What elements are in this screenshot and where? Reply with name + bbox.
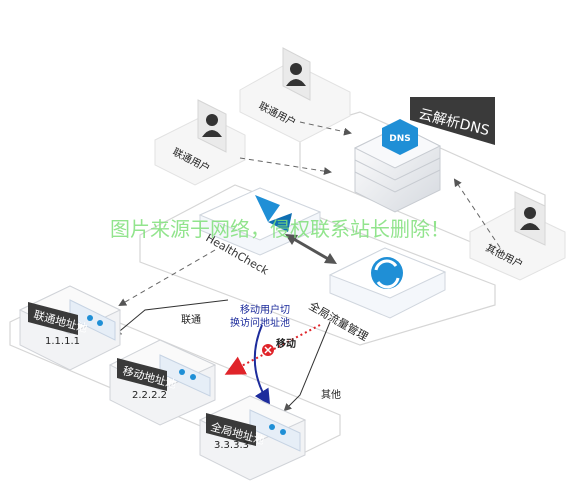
pool-ip-mobile: 2.2.2.2	[132, 390, 167, 401]
user-icon	[520, 207, 540, 230]
switch-route	[253, 324, 271, 406]
route-label-other: 其他	[321, 388, 341, 401]
pool-unicom: 联通地址池 1.1.1.1	[18, 285, 122, 371]
watermark-text: 图片来源于网络，侵权联系站长删除！	[110, 217, 450, 241]
global-traffic-node: 全局流量管理	[307, 247, 447, 344]
pool-global: 全局地址池 3.3.3.3	[198, 395, 307, 481]
user-card-unicom-top: 联通用户	[239, 47, 351, 143]
dashed-connectors	[118, 121, 506, 307]
sync-arrow	[285, 234, 337, 264]
user-icon	[202, 114, 222, 137]
pool-ip-global: 3.3.3.3	[214, 440, 249, 451]
blocked-icon	[262, 344, 274, 356]
health-check-icon	[255, 195, 292, 232]
route-lines	[113, 299, 331, 412]
user-card-unicom-left: 联通用户	[154, 99, 246, 186]
route-label-mobile: 移动	[276, 337, 296, 350]
dns-server: DNS	[353, 119, 442, 213]
traffic-refresh-icon	[371, 257, 403, 289]
dns-badge-text: DNS	[389, 134, 411, 144]
user-card-other: 其他用户	[469, 191, 566, 281]
mobile-route	[224, 324, 321, 375]
user-icon	[286, 63, 306, 86]
switch-note-line1: 移动用户切	[240, 303, 290, 316]
route-label-unicom: 联通	[181, 314, 201, 326]
pool-mobile: 移动地址池 2.2.2.2	[108, 339, 217, 426]
pool-ip-unicom: 1.1.1.1	[45, 336, 80, 347]
switch-note-line2: 换访问地址池	[230, 316, 290, 329]
dns-badge-icon: DNS	[382, 119, 418, 155]
